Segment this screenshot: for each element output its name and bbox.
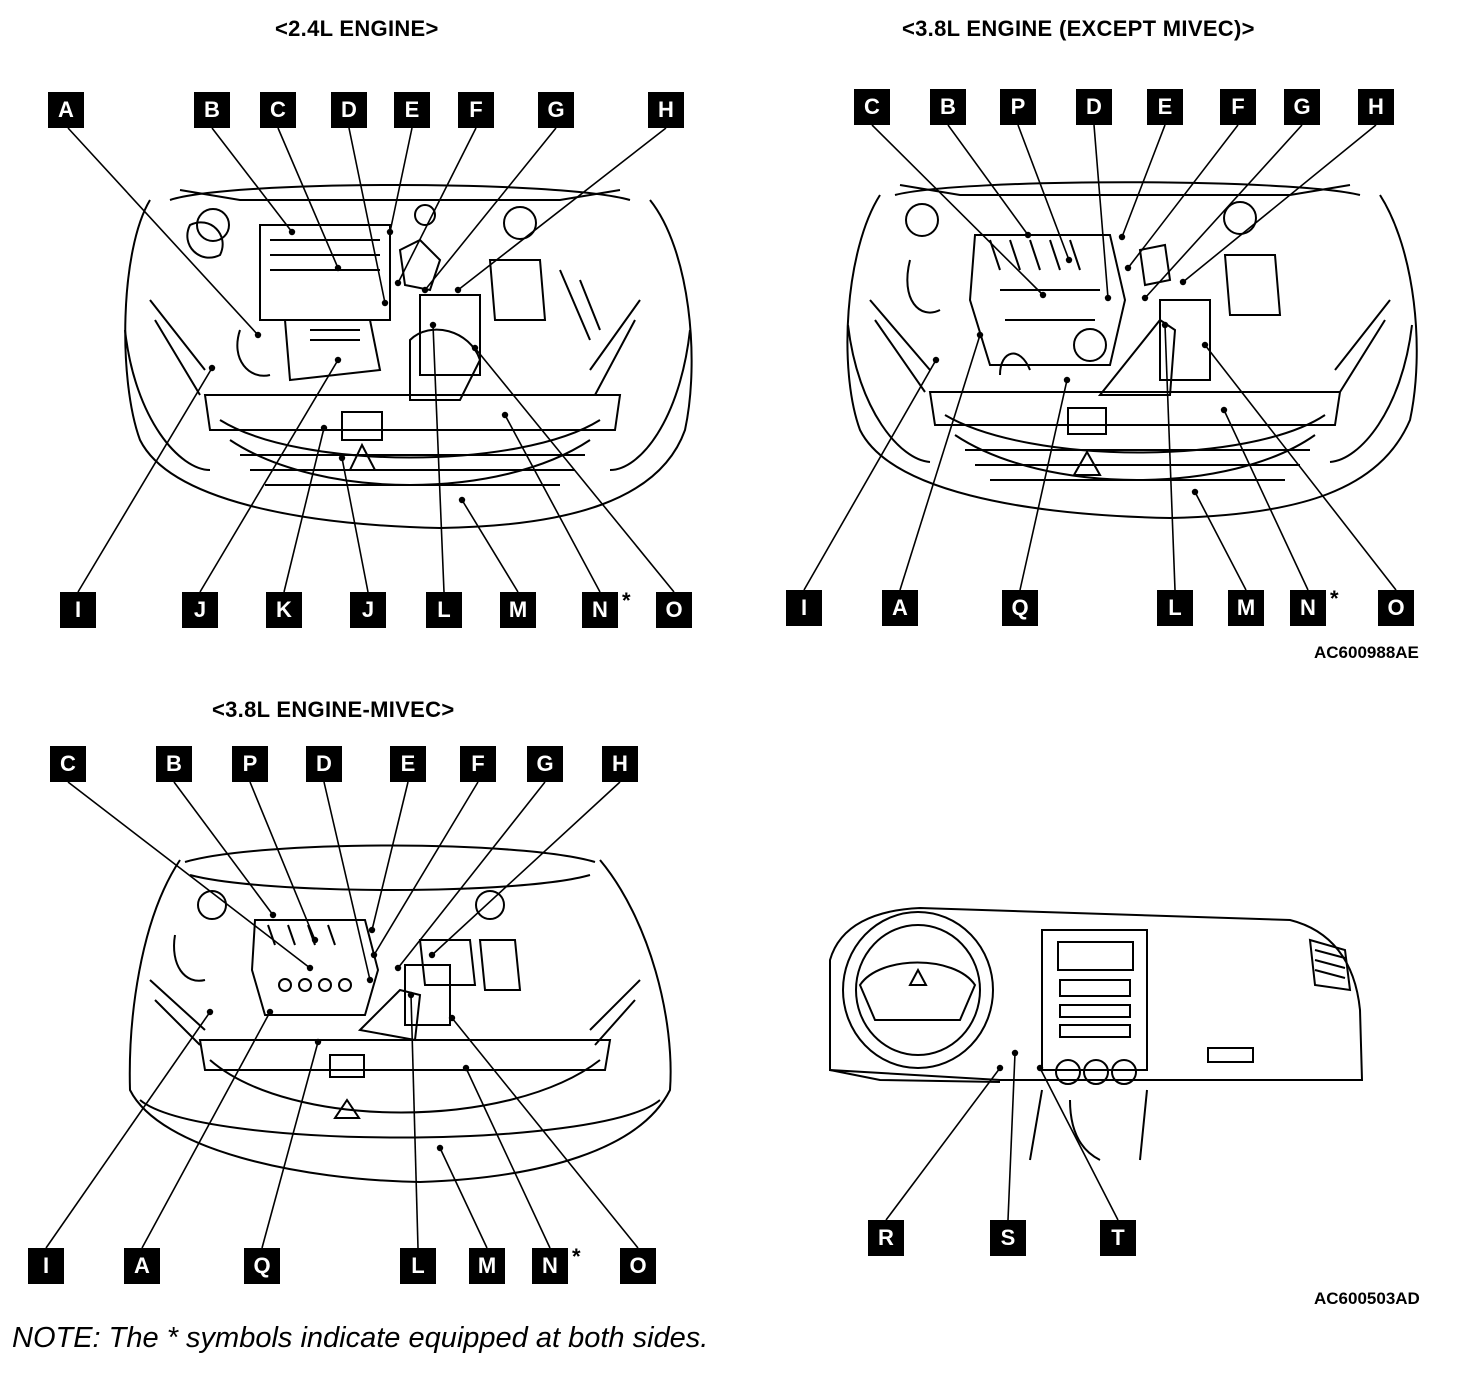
callout-38e-top-f: F (1220, 89, 1256, 125)
callout-24-bottom-l: L (426, 592, 462, 628)
callout-38m-top-p: P (232, 746, 268, 782)
footnote: NOTE: The * symbols indicate equipped at… (12, 1322, 709, 1354)
callout-38e-bottom-q: Q (1002, 590, 1038, 626)
callout-38e-bottom-i: I (786, 590, 822, 626)
callout-24-top-a: A (48, 92, 84, 128)
callout-38e-bottom-a: A (882, 590, 918, 626)
title-engine-38-mivec: <3.8L ENGINE-MIVEC> (212, 697, 455, 722)
leader-dots (206, 228, 1228, 1152)
callout-38e-bottom-m: M (1228, 590, 1264, 626)
callout-24-bottom-o: O (656, 592, 692, 628)
title-engine-24: <2.4L ENGINE> (275, 16, 439, 41)
callout-24-top-f: F (458, 92, 494, 128)
callout-38e-bottom-o: O (1378, 590, 1414, 626)
callout-38m-top-c: C (50, 746, 86, 782)
callout-38m-bottom-l: L (400, 1248, 436, 1284)
callout-38e-bottom-l: L (1157, 590, 1193, 626)
callout-38m-bottom-m: M (469, 1248, 505, 1284)
callout-24-top-g: G (538, 92, 574, 128)
callout-38m-top-e: E (390, 746, 426, 782)
callout-38e-top-p: P (1000, 89, 1036, 125)
title-engine-38-except-mivec: <3.8L ENGINE (EXCEPT MIVEC)> (902, 16, 1255, 41)
callout-24-bottom-m: M (500, 592, 536, 628)
asterisk-38m-n: * (572, 1244, 581, 1269)
leader-lines (45, 124, 1397, 1249)
callout-38m-top-g: G (527, 746, 563, 782)
callout-38e-top-h: H (1358, 89, 1394, 125)
engine-bay-24-drawing (124, 184, 693, 530)
callout-24-bottom-j1: J (182, 592, 218, 628)
callout-38e-top-e: E (1147, 89, 1183, 125)
callout-38e-top-b: B (930, 89, 966, 125)
callout-38m-bottom-a: A (124, 1248, 160, 1284)
engine-bay-38-mivec-drawing (128, 844, 672, 1184)
callout-38m-bottom-n: N (532, 1248, 568, 1284)
callout-38e-bottom-n: N (1290, 590, 1326, 626)
callout-24-bottom-n: N (582, 592, 618, 628)
callout-24-top-e: E (394, 92, 430, 128)
callout-24-top-h: H (648, 92, 684, 128)
callout-interior-s: S (990, 1220, 1026, 1256)
callout-38m-top-d: D (306, 746, 342, 782)
asterisk-24-n: * (622, 588, 631, 613)
callout-38m-bottom-i: I (28, 1248, 64, 1284)
callout-38m-top-f: F (460, 746, 496, 782)
callout-38m-top-b: B (156, 746, 192, 782)
callout-38e-top-d: D (1076, 89, 1112, 125)
callout-38m-bottom-q: Q (244, 1248, 280, 1284)
callout-38m-top-h: H (602, 746, 638, 782)
callout-24-bottom-j2: J (350, 592, 386, 628)
asterisk-38e-n: * (1330, 586, 1339, 611)
callout-38m-bottom-o: O (620, 1248, 656, 1284)
engine-bay-38-except-drawing (846, 181, 1418, 520)
figure-code-bottom: AC600503AD (1314, 1289, 1420, 1308)
callout-24-bottom-k: K (266, 592, 302, 628)
callout-interior-r: R (868, 1220, 904, 1256)
callout-24-bottom-i: I (60, 592, 96, 628)
callout-24-top-d: D (331, 92, 367, 128)
callout-38e-top-g: G (1284, 89, 1320, 125)
callout-24-top-c: C (260, 92, 296, 128)
callout-interior-t: T (1100, 1220, 1136, 1256)
callout-38e-top-c: C (854, 89, 890, 125)
figure-code-top: AC600988AE (1314, 643, 1419, 662)
callout-24-top-b: B (194, 92, 230, 128)
dashboard-drawing (829, 906, 1364, 1161)
